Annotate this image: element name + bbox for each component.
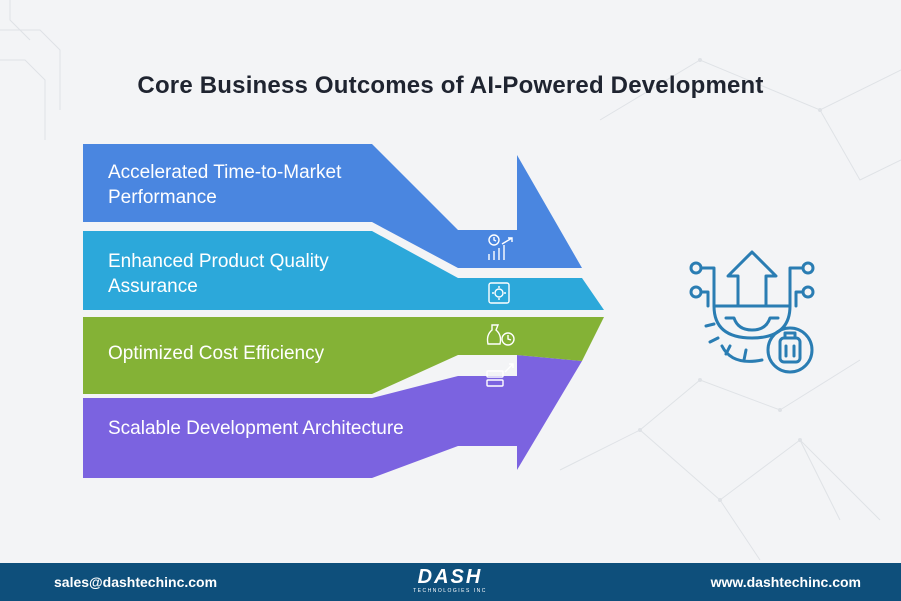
arrow-band-time-to-market	[83, 144, 582, 268]
page-title: Core Business Outcomes of AI-Powered Dev…	[137, 72, 764, 100]
contact-email-link[interactable]: sales@dashtechinc.com	[54, 574, 218, 590]
website-link[interactable]: www.dashtechinc.com	[710, 574, 861, 590]
outcome-label-cost-efficiency: Optimized Cost Efficiency	[108, 343, 325, 364]
outcome-label-quality-assurance: Enhanced Product Quality Assurance	[108, 251, 329, 297]
clock-growth-chart-icon	[488, 234, 513, 260]
arrow-band-quality-assurance	[83, 231, 604, 310]
upward-arrow-gear-suitcase-icon	[689, 250, 815, 374]
money-bag-clock-icon	[486, 324, 515, 346]
logo-wordmark: DASH	[417, 566, 483, 588]
outcome-label-scalable-architecture: Scalable Development Architecture	[108, 418, 404, 439]
dash-logo: DASH TECHNOLOGIES INC	[400, 566, 500, 595]
arrow-band-cost-efficiency	[83, 317, 604, 394]
footer-bar: sales@dashtechinc.com DASH TECHNOLOGIES …	[0, 563, 901, 601]
server-rack-growth-icon	[486, 363, 514, 387]
outcome-label-time-to-market: Accelerated Time-to-Market Performance	[108, 162, 342, 208]
quality-gear-badge-icon	[488, 282, 510, 304]
arrow-band-scalable-architecture	[83, 355, 582, 478]
logo-subtext: TECHNOLOGIES INC	[413, 588, 487, 594]
